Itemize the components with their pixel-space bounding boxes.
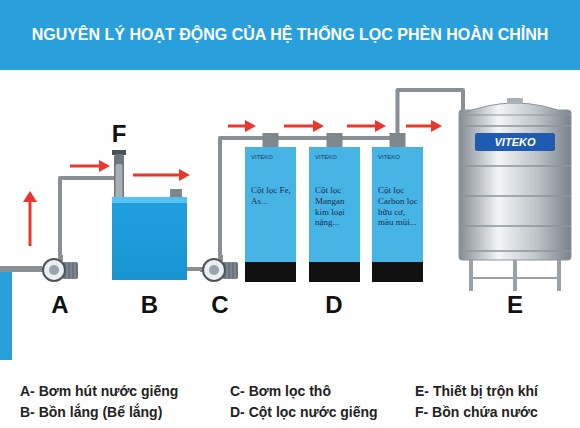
tank-leg bbox=[469, 256, 473, 291]
tank-lid bbox=[507, 98, 523, 104]
legend-line: C- Bơm lọc thô bbox=[230, 383, 331, 400]
column-valve bbox=[327, 133, 343, 147]
flow-arrowhead bbox=[313, 120, 324, 132]
flow-arrowhead bbox=[23, 191, 37, 202]
callout-letter: B bbox=[120, 292, 180, 318]
callout-letter: E bbox=[485, 292, 545, 318]
column-label: Cột lọc Carbon lọc hữu cơ, màu mùi... bbox=[378, 185, 420, 228]
brand-logo: VITEKO bbox=[475, 133, 555, 151]
pump-impeller bbox=[209, 265, 219, 275]
suction-pipe bbox=[0, 266, 42, 272]
motor-fin bbox=[233, 263, 234, 278]
flow-arrowhead bbox=[245, 120, 256, 132]
tank-ridge bbox=[459, 125, 571, 127]
pipe-connector bbox=[60, 160, 118, 255]
water-pipe bbox=[335, 138, 398, 147]
flow-arrowhead bbox=[431, 120, 442, 132]
flow-arrowhead bbox=[99, 160, 110, 172]
tank-ridge bbox=[459, 195, 571, 197]
flow-arrow bbox=[284, 125, 315, 128]
filter-column: VITEKO Cột lọc Mangan kim loại nặng... bbox=[309, 147, 360, 282]
tank-ridge bbox=[459, 165, 571, 167]
pump-node: A bbox=[40, 255, 80, 285]
logo-band bbox=[475, 133, 555, 151]
motor-fin bbox=[69, 263, 70, 278]
flow-arrow bbox=[29, 200, 32, 246]
column-valve bbox=[263, 133, 279, 147]
motor-fin bbox=[73, 263, 74, 278]
column-base bbox=[372, 262, 423, 282]
callout-letter: F bbox=[89, 121, 149, 147]
brand-logo: VITEKO bbox=[378, 154, 419, 161]
column-valve bbox=[390, 133, 406, 147]
flow-arrowhead bbox=[375, 120, 386, 132]
tank-body bbox=[459, 110, 571, 260]
pipe-connector bbox=[398, 90, 464, 147]
tank-leg bbox=[557, 256, 561, 291]
pipe-connector bbox=[187, 269, 200, 270]
tank-ridge bbox=[459, 225, 571, 227]
diagram-title: NGUYÊN LÝ HOẠT ĐỘNG CỦA HỆ THỐNG LỌC PHÈ… bbox=[0, 0, 580, 70]
flow-arrow bbox=[70, 165, 101, 168]
motor-fin bbox=[229, 263, 230, 278]
pump-housing bbox=[43, 259, 65, 281]
water-pipe bbox=[187, 267, 200, 271]
legend-line: B- Bồn lắng (Bể lắng) bbox=[20, 404, 162, 421]
pipe-connector bbox=[271, 120, 335, 147]
well-pipe bbox=[0, 266, 12, 360]
column-label: Cột lọc Fe, As... bbox=[251, 185, 293, 207]
callout-letter: A bbox=[30, 292, 90, 318]
filter-column: VITEKO Cột lọc Carbon lọc hữu cơ, màu mùi… bbox=[372, 147, 423, 282]
brand-logo: VITEKO bbox=[315, 154, 356, 161]
settling-tank: B bbox=[112, 197, 187, 280]
pump-housing bbox=[203, 259, 225, 281]
filter-column: VITEKO Cột lọc Fe, As... bbox=[245, 147, 296, 282]
motor-fin bbox=[77, 263, 78, 278]
water-pipe bbox=[398, 90, 464, 147]
pump-symbol bbox=[40, 255, 80, 285]
water-pipe bbox=[60, 178, 118, 255]
storage-tank-symbol bbox=[455, 96, 575, 291]
pump-symbol bbox=[200, 255, 240, 285]
tank-leg bbox=[513, 256, 517, 291]
tank-dome bbox=[459, 103, 571, 115]
tank-ridge bbox=[459, 250, 571, 252]
storage-tank: VITEKOE bbox=[455, 96, 575, 291]
flow-arrow bbox=[228, 125, 247, 128]
flow-arrowhead bbox=[179, 169, 190, 181]
flow-arrow bbox=[347, 125, 377, 128]
legend-line: F- Bồn chứa nước bbox=[415, 404, 538, 421]
column-base bbox=[309, 262, 360, 282]
column-base bbox=[245, 262, 296, 282]
callout-letter: D bbox=[304, 292, 364, 318]
legend-line: D- Cột lọc nước giếng bbox=[230, 404, 378, 421]
leg-brace bbox=[471, 277, 559, 279]
flow-arrow bbox=[406, 125, 433, 128]
legend-line: E- Thiết bị trộn khí bbox=[415, 383, 538, 400]
pump-impeller bbox=[49, 265, 59, 275]
pipe-connector bbox=[335, 120, 398, 147]
water-pipe bbox=[271, 138, 335, 147]
callout-letter: C bbox=[190, 292, 250, 318]
legend-line: A- Bơm hút nước giếng bbox=[20, 383, 178, 400]
pump-node: C bbox=[200, 255, 240, 285]
brand-logo: VITEKO bbox=[251, 154, 292, 161]
column-label: Cột lọc Mangan kim loại nặng... bbox=[315, 185, 357, 228]
flow-arrow bbox=[133, 174, 180, 177]
motor-fin bbox=[237, 263, 238, 278]
